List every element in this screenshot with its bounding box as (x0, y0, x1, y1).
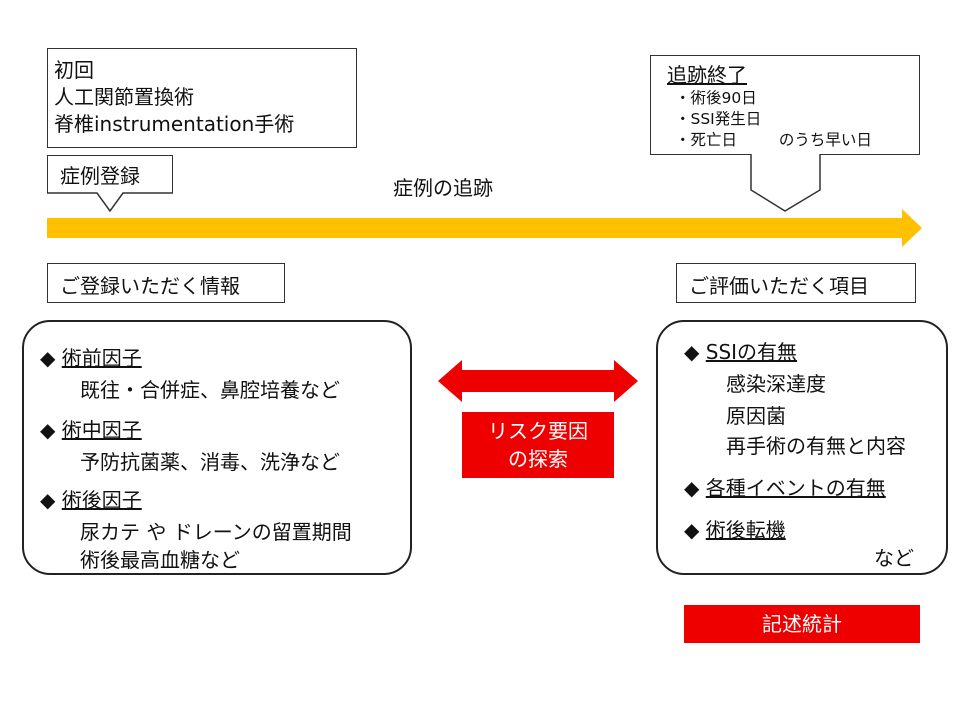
factor-detail: 既往・合併症、鼻腔培養など (80, 378, 340, 402)
evaluation-detail: 感染深達度 (726, 372, 826, 396)
bullet-diamond-icon: ◆ (40, 488, 56, 512)
initial-surgery-box: 初回 人工関節置換術 脊椎instrumentation手術 (47, 48, 357, 148)
postop-factors-heading: 術後因子 (61, 488, 142, 512)
bullet-diamond-icon: ◆ (40, 418, 56, 442)
intraop-factors-heading: 術中因子 (61, 418, 142, 442)
evaluation-heading: ◆ 各種イベントの有無 (684, 472, 886, 501)
bullet-diamond-icon: ◆ (684, 518, 700, 542)
evaluation-detail: 原因菌 (726, 404, 786, 428)
factor-detail: 術後最高血糖など (80, 548, 240, 572)
bullet-diamond-icon: ◆ (40, 346, 56, 370)
evaluation-heading: ◆ SSIの有無 (684, 336, 797, 365)
bullet-diamond-icon: ◆ (684, 340, 700, 364)
risk-line: の探索 (508, 447, 568, 471)
end-condition: ・死亡日 のうち早い日 (667, 130, 919, 151)
outcome-heading: 術後転機 (705, 518, 786, 542)
evaluation-detail: 再手術の有無と内容 (726, 434, 906, 458)
evaluation-items-label: ご評価いただく項目 (676, 263, 916, 303)
end-condition: ・術後90日 (675, 89, 757, 107)
factor-heading: ◆ 術後因子 (40, 484, 142, 513)
descriptive-statistics-box: 記述統計 (684, 605, 920, 643)
registration-callout: 症例登録 (47, 155, 173, 193)
risk-line: リスク要因 (488, 419, 588, 443)
factor-heading: ◆ 術中因子 (40, 414, 142, 443)
registration-info-panel: ◆ 術前因子 既往・合併症、鼻腔培養など ◆ 術中因子 予防抗菌薬、消毒、洗浄な… (22, 320, 412, 575)
end-condition: ・SSI発生日 (675, 110, 762, 128)
ssi-heading: SSIの有無 (705, 340, 798, 364)
risk-factor-exploration-box: リスク要因 の探索 (462, 412, 614, 478)
intro-line: 人工関節置換術 (54, 85, 194, 109)
evaluation-items-panel: ◆ SSIの有無 感染深達度 原因菌 再手術の有無と内容 ◆ 各種イベントの有無… (656, 320, 948, 575)
etc-label: など (874, 546, 914, 570)
events-heading: 各種イベントの有無 (705, 476, 886, 500)
bullet-diamond-icon: ◆ (684, 476, 700, 500)
factor-detail: 尿カテ や ドレーンの留置期間 (80, 520, 352, 544)
follow-end-title: 追跡終了 (667, 63, 747, 87)
timeline-arrow (47, 209, 922, 247)
intro-line: 脊椎instrumentation手術 (54, 112, 295, 136)
intro-line: 初回 (54, 58, 94, 82)
follow-end-box: 追跡終了 ・術後90日 ・SSI発生日 ・死亡日 のうち早い日 (650, 55, 920, 155)
end-condition-text: ・死亡日 (675, 131, 738, 149)
end-condition-suffix: のうち早い日 (778, 131, 872, 149)
follow-up-label: 症例の追跡 (393, 176, 493, 200)
preop-factors-heading: 術前因子 (61, 346, 142, 370)
registration-label: 症例登録 (60, 164, 140, 188)
factor-heading: ◆ 術前因子 (40, 342, 142, 371)
factor-detail: 予防抗菌薬、消毒、洗浄など (80, 450, 340, 474)
evaluation-heading: ◆ 術後転機 (684, 514, 786, 543)
registration-info-label: ご登録いただく情報 (47, 263, 285, 303)
double-red-arrow (438, 360, 638, 402)
